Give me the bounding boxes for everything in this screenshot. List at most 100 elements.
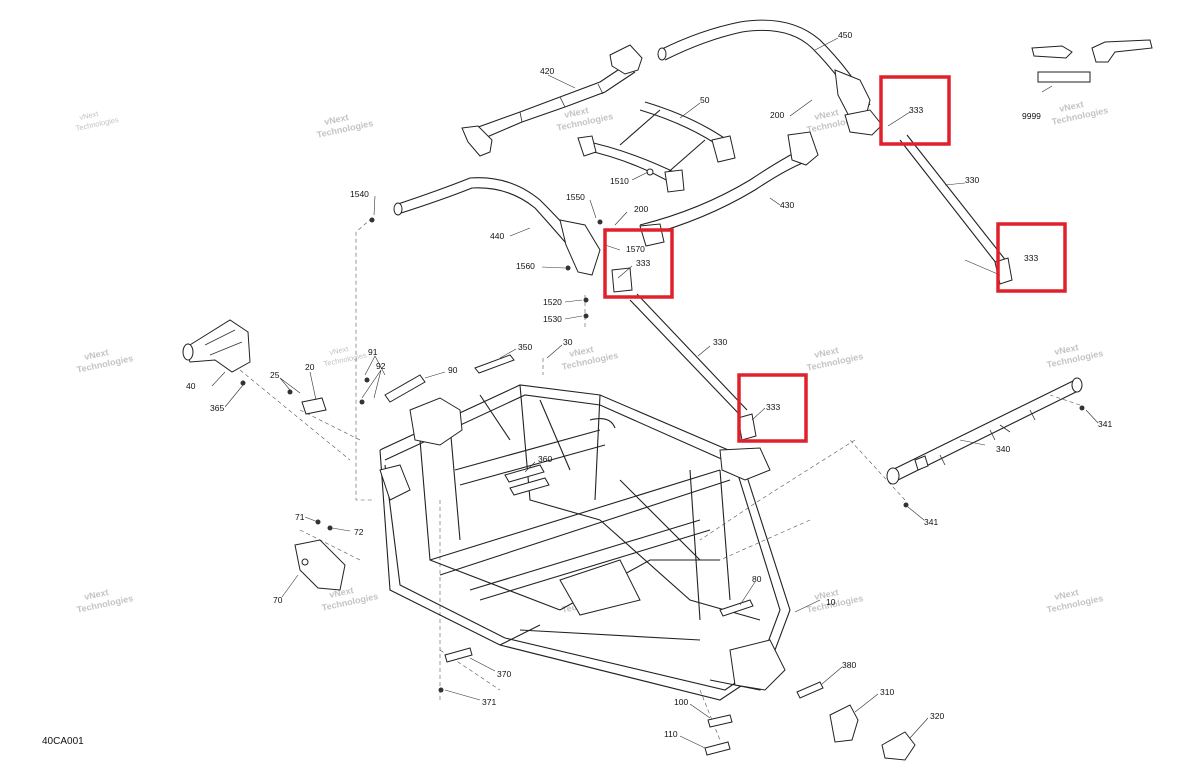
- label-450: 450: [838, 30, 852, 40]
- callout-333-lower[interactable]: 333: [737, 373, 808, 443]
- part-360-link: [504, 464, 550, 496]
- label-350: 350: [518, 342, 532, 352]
- part-80-link: [719, 599, 754, 617]
- svg-text:vNext: vNext: [813, 587, 839, 602]
- part-450-roof-bar: [657, 19, 883, 136]
- callout-333-right[interactable]: 333: [996, 222, 1067, 293]
- part-110-link: [704, 741, 731, 756]
- svg-text:vNext: vNext: [813, 107, 839, 122]
- label-1560: 1560: [516, 261, 535, 271]
- label-1530: 1530: [543, 314, 562, 324]
- label-341: 341: [1098, 419, 1112, 429]
- part-340-cross-tube: [886, 377, 1083, 485]
- highlighted-callouts: 333 333 333 333: [603, 75, 1067, 443]
- svg-text:vNext: vNext: [323, 112, 349, 127]
- part-320-bracket: [881, 731, 916, 761]
- label-100: 100: [674, 697, 688, 707]
- assembly-lines: [239, 217, 1081, 741]
- label-50: 50: [700, 95, 710, 105]
- label-1540: 1540: [350, 189, 369, 199]
- label-71: 71: [295, 512, 305, 522]
- label-91: 91: [368, 347, 378, 357]
- label-430: 430: [780, 200, 794, 210]
- watermark: vNext Technologies: [316, 112, 374, 140]
- watermark: vNext Technologies: [1051, 99, 1109, 127]
- svg-text:vNext: vNext: [83, 347, 109, 362]
- part-330-support-tube-lower: [611, 267, 757, 441]
- label-333: 333: [636, 258, 650, 268]
- svg-text:vNext: vNext: [1058, 99, 1084, 114]
- part-310-bracket: [829, 704, 859, 743]
- label-330: 330: [713, 337, 727, 347]
- label-110: 110: [664, 729, 678, 739]
- label-9999: 9999: [1022, 111, 1041, 121]
- figure-code: 40CA001: [42, 736, 84, 747]
- label-30: 30: [563, 337, 573, 347]
- label-320: 320: [930, 711, 944, 721]
- label-1520: 1520: [543, 297, 562, 307]
- label-341: 341: [924, 517, 938, 527]
- part-100-link: [707, 714, 733, 728]
- watermark: vNext Technologies: [1046, 342, 1104, 370]
- label-20: 20: [305, 362, 315, 372]
- callout-333-center[interactable]: 333: [603, 228, 674, 299]
- label-330: 330: [965, 175, 979, 185]
- watermark: vNext Technologies: [76, 587, 134, 615]
- label-92: 92: [376, 361, 386, 371]
- label-365: 365: [210, 403, 224, 413]
- label-420: 420: [540, 66, 554, 76]
- label-70: 70: [273, 595, 283, 605]
- svg-text:vNext: vNext: [568, 344, 594, 359]
- label-370: 370: [497, 669, 511, 679]
- label-360: 360: [538, 454, 552, 464]
- callout-333-upper-right[interactable]: 333: [879, 75, 951, 146]
- part-370-link: [444, 647, 473, 663]
- label-40: 40: [186, 381, 196, 391]
- label-80: 80: [752, 574, 762, 584]
- svg-text:vNext: vNext: [1053, 342, 1079, 357]
- label-72: 72: [354, 527, 364, 537]
- label-200: 200: [634, 204, 648, 214]
- label-380: 380: [842, 660, 856, 670]
- label-333: 333: [766, 402, 780, 412]
- watermark: vNext Technologies: [556, 105, 614, 133]
- part-330-support-tube-upper: [899, 134, 1013, 285]
- part-70-bracket: [294, 539, 346, 591]
- part-40-bracket: [182, 319, 251, 373]
- part-350-link: [474, 354, 515, 374]
- label-10: 10: [826, 597, 836, 607]
- label-333: 333: [909, 105, 923, 115]
- svg-text:vNext: vNext: [83, 587, 109, 602]
- watermark: vNext Technologies: [75, 109, 120, 133]
- watermark: vNext Technologies: [323, 344, 368, 368]
- svg-text:vNext: vNext: [1053, 587, 1079, 602]
- label-340: 340: [996, 444, 1010, 454]
- part-440-roof-side: [393, 177, 601, 276]
- label-440: 440: [490, 231, 504, 241]
- label-310: 310: [880, 687, 894, 697]
- fasteners: [240, 217, 1085, 693]
- part-20-bracket: [301, 397, 327, 415]
- svg-text:vNext: vNext: [329, 344, 351, 357]
- label-1550: 1550: [566, 192, 585, 202]
- label-200: 200: [770, 110, 784, 120]
- part-labels: 420 450 50 200 330 9999 1510 430 1540 15…: [186, 30, 1112, 739]
- watermark: vNext Technologies: [806, 345, 864, 373]
- main-chassis: [379, 384, 791, 701]
- label-90: 90: [448, 365, 458, 375]
- watermark: vNext Technologies: [1046, 587, 1104, 615]
- label-371: 371: [482, 697, 496, 707]
- watermark: vNext Technologies: [76, 347, 134, 375]
- svg-text:vNext: vNext: [813, 345, 839, 360]
- label-1570: 1570: [626, 244, 645, 254]
- part-9999-decals: [1031, 39, 1153, 83]
- part-420-roof-bar: [461, 44, 643, 157]
- label-25: 25: [270, 370, 280, 380]
- part-380-link: [796, 681, 824, 699]
- svg-text:vNext: vNext: [563, 105, 589, 120]
- label-333: 333: [1024, 253, 1038, 263]
- part-50-cross-brace: [577, 101, 736, 193]
- part-90-link: [384, 374, 426, 403]
- label-1510: 1510: [610, 176, 629, 186]
